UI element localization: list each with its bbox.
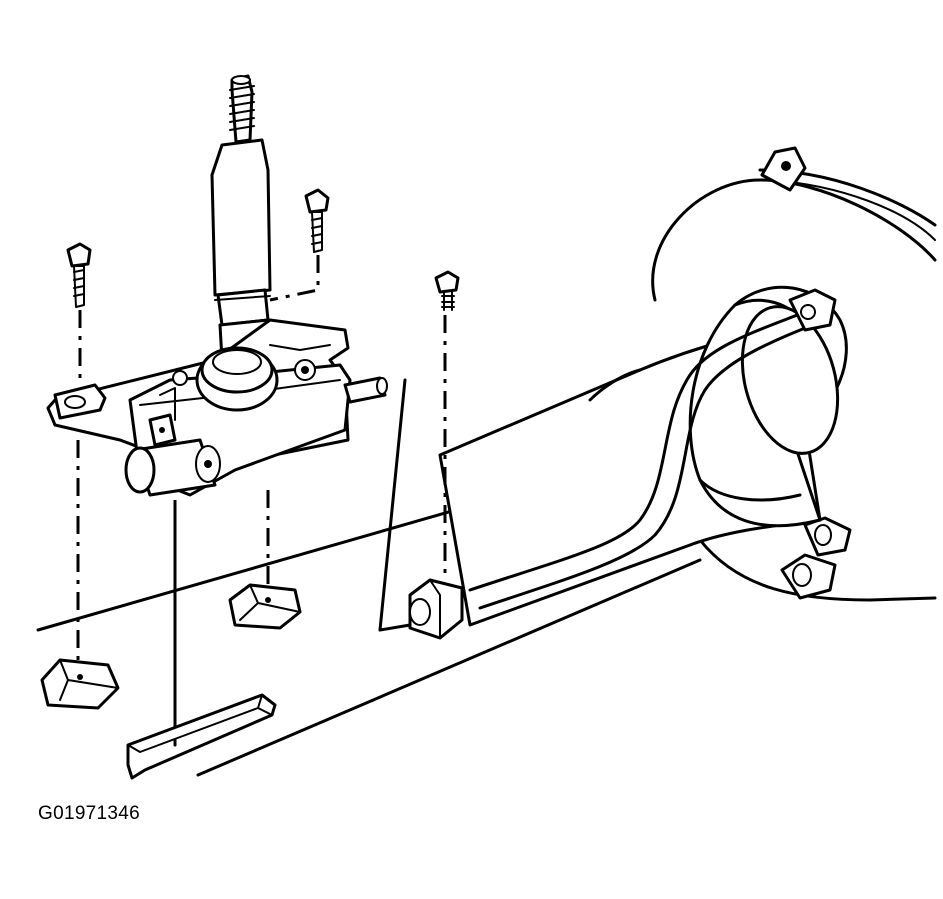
bolt-left xyxy=(66,242,92,385)
shift-control-housing xyxy=(46,318,388,497)
nut-center xyxy=(228,583,302,630)
mounting-axes xyxy=(76,440,270,665)
shift-shaft xyxy=(210,74,272,362)
column-flange xyxy=(651,146,937,602)
nut-left xyxy=(40,658,120,710)
figure-id-label: G01971346 xyxy=(38,803,141,824)
right-fastener-group xyxy=(408,270,464,640)
bolt-center xyxy=(269,188,330,302)
nut-right xyxy=(408,578,464,640)
bolt-right xyxy=(434,270,460,311)
lower-trim-bracket xyxy=(126,693,277,780)
steering-column xyxy=(438,285,848,627)
